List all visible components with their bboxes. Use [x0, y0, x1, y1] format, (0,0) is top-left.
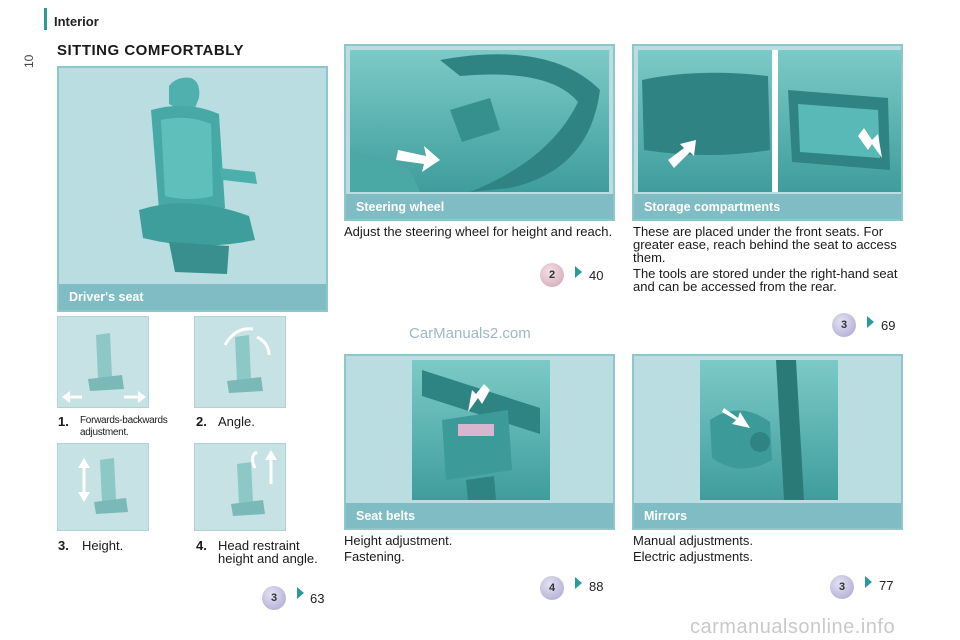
- mirrors-caption: Mirrors: [634, 503, 901, 528]
- mirrors-panel: Mirrors: [632, 354, 903, 530]
- adjustment-1-number: 1.: [58, 414, 69, 429]
- seat-belts-caption: Seat belts: [346, 503, 613, 528]
- head-restraint-icon: [231, 450, 277, 516]
- forwards-backwards-icon: [62, 333, 146, 403]
- adjustment-2-label: Angle.: [218, 414, 255, 429]
- chapter-badge: 2: [540, 263, 564, 287]
- adjustment-4-label: Head restraint height and angle.: [218, 538, 318, 566]
- seat-belts-text-2: Fastening.: [344, 549, 405, 564]
- adjustment-1-image: [57, 316, 149, 408]
- seat-base-illustration: [642, 72, 770, 168]
- drivers-seat-caption: Driver's seat: [59, 284, 326, 310]
- drivers-seat-image: [59, 68, 326, 284]
- tool-tray-illustration: [788, 90, 890, 170]
- seat-belts-panel: Seat belts: [344, 354, 615, 530]
- section-title: Interior: [54, 14, 99, 29]
- page-ref-arrow-icon: [575, 266, 582, 278]
- mirror-control-illustration: [710, 360, 804, 500]
- mirrors-text-2: Electric adjustments.: [633, 549, 753, 564]
- storage-image-left: [638, 50, 772, 192]
- footer-watermark: carmanualsonline.info: [690, 616, 896, 638]
- steering-wheel-panel: Steering wheel: [344, 44, 615, 221]
- page-reference-link[interactable]: 63: [310, 591, 325, 606]
- watermark-text: CarManuals2.com: [409, 325, 531, 342]
- seat-belt-buckle-illustration: [422, 370, 540, 500]
- adjustment-4-number: 4.: [196, 538, 207, 553]
- seat-belts-text-1: Height adjustment.: [344, 533, 453, 548]
- seat-belts-image: [412, 360, 550, 500]
- storage-compartments-caption: Storage compartments: [634, 194, 901, 219]
- steering-wheel-caption: Steering wheel: [346, 194, 613, 219]
- chapter-badge: 4: [540, 576, 564, 600]
- chapter-badge: 3: [262, 586, 286, 610]
- chapter-badge: 3: [830, 575, 854, 599]
- image-divider: [772, 50, 778, 192]
- page-reference-link[interactable]: 77: [879, 578, 894, 593]
- angle-icon: [223, 327, 271, 393]
- adjustment-3-number: 3.: [58, 538, 69, 553]
- page-number: 10: [22, 54, 36, 68]
- page-reference-link[interactable]: 69: [881, 318, 896, 333]
- steering-wheel-text: Adjust the steering wheel for height and…: [344, 224, 613, 239]
- section-marker: [44, 8, 47, 30]
- mirrors-text-1: Manual adjustments.: [633, 533, 753, 548]
- page-ref-arrow-icon: [297, 587, 304, 599]
- steering-wheel-illustration: [350, 54, 600, 193]
- adjustment-3-image: [57, 443, 149, 531]
- page-ref-arrow-icon: [867, 316, 874, 328]
- height-icon: [78, 458, 128, 514]
- adjustment-2-number: 2.: [196, 414, 207, 429]
- steering-wheel-image: [350, 50, 609, 193]
- seat-illustration: [59, 68, 326, 284]
- storage-text-1: These are placed under the front seats. …: [633, 224, 897, 265]
- adjustment-2-image: [194, 316, 286, 408]
- page-title: SITTING COMFORTABLY: [57, 42, 244, 59]
- page-reference-link[interactable]: 88: [589, 579, 604, 594]
- chapter-badge: 3: [832, 313, 856, 337]
- page-ref-arrow-icon: [865, 576, 872, 588]
- adjustment-4-image: [194, 443, 286, 531]
- storage-image-right: [778, 50, 901, 192]
- drivers-seat-panel: Driver's seat: [57, 66, 328, 312]
- mirrors-image: [700, 360, 838, 500]
- page-ref-arrow-icon: [575, 577, 582, 589]
- adjustment-1-label: Forwards-backwards adjustment.: [80, 415, 168, 438]
- adjustment-3-label: Height.: [82, 538, 124, 553]
- storage-text-2: The tools are stored under the right-han…: [633, 266, 898, 294]
- page-reference-link[interactable]: 40: [589, 268, 604, 283]
- storage-compartments-panel: Storage compartments: [632, 44, 903, 221]
